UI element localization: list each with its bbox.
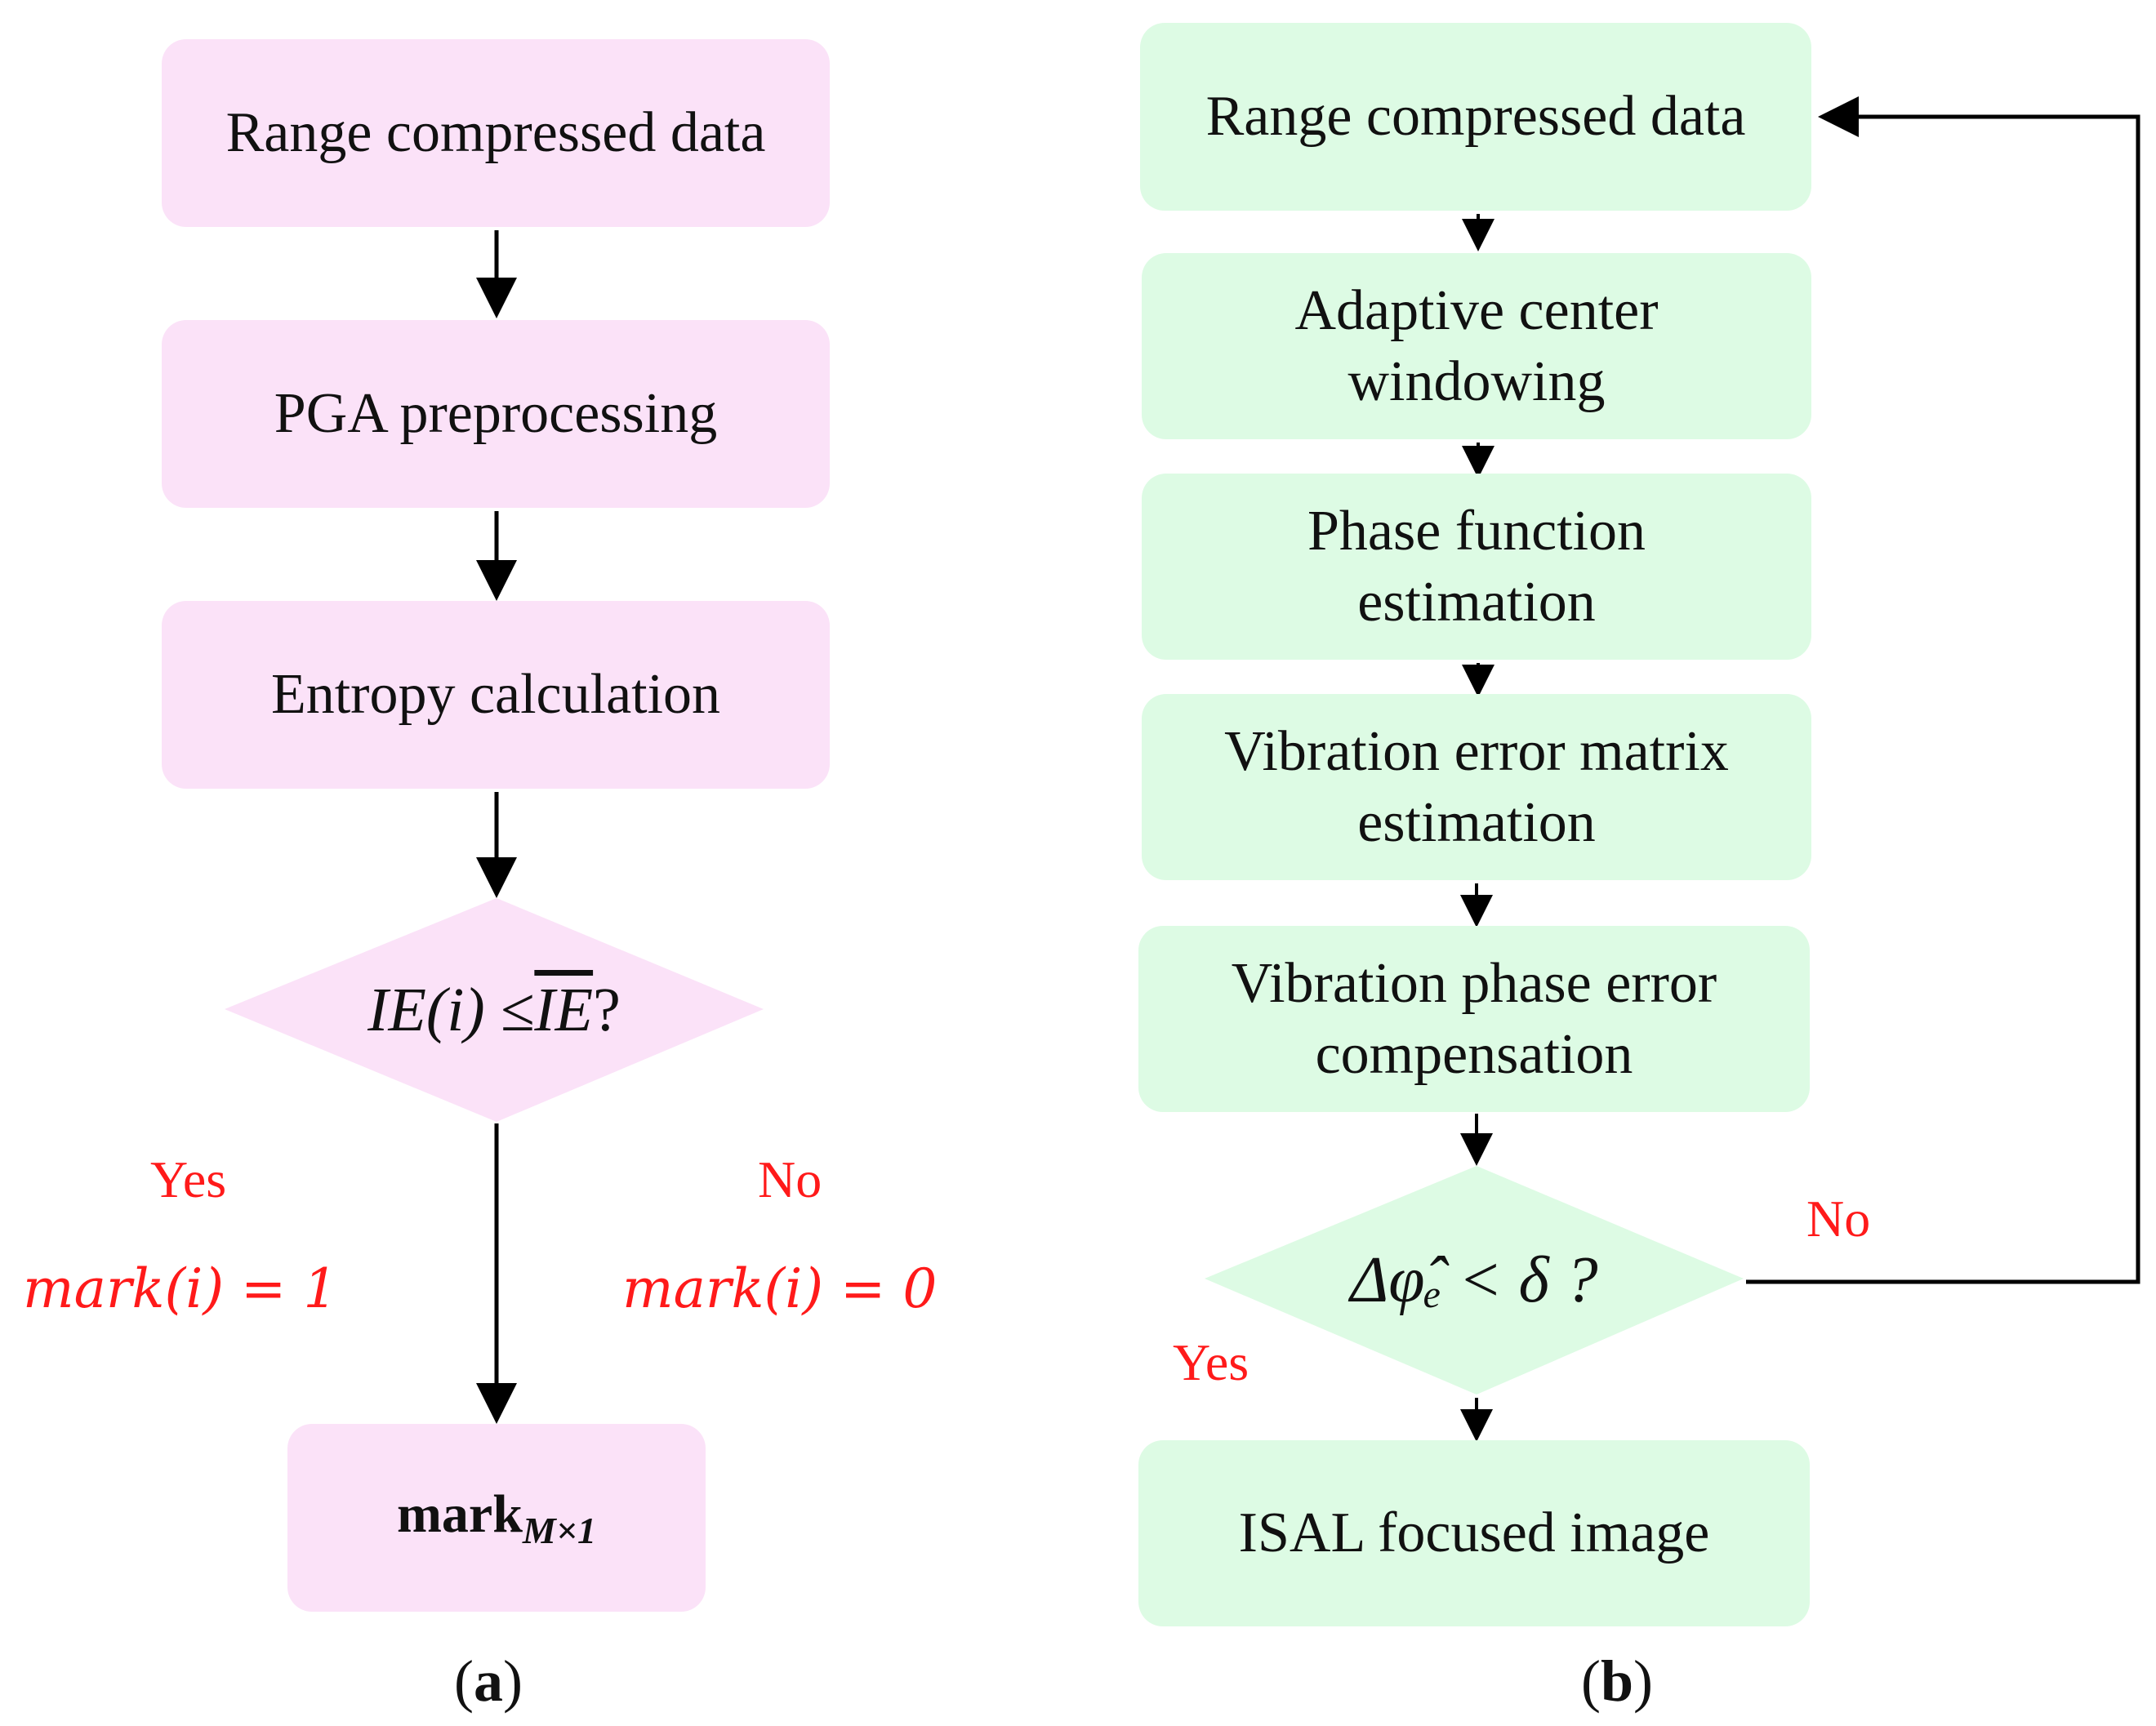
step-label-line2: estimation xyxy=(1357,791,1596,854)
step-label-line1: Vibration phase error xyxy=(1231,951,1717,1015)
step-label-line2: estimation xyxy=(1357,571,1596,634)
decision-diamond-b xyxy=(1205,1166,1744,1395)
output-mark-label: markM×1 xyxy=(396,1484,597,1552)
step-b-vibration-phase-compensation: Vibration phase error compensation xyxy=(1138,926,1810,1112)
step-b-range-compressed: Range compressed data xyxy=(1140,23,1811,211)
step-label-line2: windowing xyxy=(1348,350,1606,413)
step-label: Range compressed data xyxy=(1205,85,1746,149)
step-label-line1: Adaptive center xyxy=(1294,278,1659,342)
yes-label-a: Yes xyxy=(150,1150,227,1208)
mark-equals-zero: mark(i) = 0 xyxy=(622,1257,938,1320)
decision-a-label: IE(i) ≤ IE ? xyxy=(225,898,764,1122)
step-label-line1: Phase function xyxy=(1307,499,1646,563)
step-label-line1: Vibration error matrix xyxy=(1224,719,1729,783)
step-label: Entropy calculation xyxy=(270,663,721,727)
step-label: ISAL focused image xyxy=(1238,1501,1710,1565)
decision-diamond-a xyxy=(225,898,764,1122)
mark-equals-one: mark(i) = 1 xyxy=(23,1257,338,1320)
feedback-loop-arrow xyxy=(1746,96,2140,1284)
decision-a-bar: IE xyxy=(534,975,594,1044)
step-a-pga-preprocessing: PGA preprocessing xyxy=(162,320,830,508)
no-label-a: No xyxy=(758,1150,822,1208)
yes-label-b: Yes xyxy=(1173,1333,1250,1391)
caption-a: (a) xyxy=(454,1648,523,1714)
no-label-b: No xyxy=(1806,1190,1871,1248)
decision-a-lhs: IE(i) ≤ xyxy=(368,975,535,1044)
step-label-line2: compensation xyxy=(1315,1023,1633,1086)
step-a-range-compressed: Range compressed data xyxy=(162,39,830,227)
output-isal-focused-image: ISAL focused image xyxy=(1138,1440,1810,1626)
step-a-entropy-calculation: Entropy calculation xyxy=(162,601,830,789)
step-label: Range compressed data xyxy=(225,101,766,165)
output-mark-vector: markM×1 xyxy=(287,1424,706,1612)
decision-a-tail: ? xyxy=(593,975,621,1044)
caption-b: (b) xyxy=(1581,1648,1654,1714)
step-b-adaptive-center-windowing: Adaptive center windowing xyxy=(1142,253,1811,439)
decision-b-label: Δφ̂ₑ < δ ? xyxy=(1350,1243,1598,1316)
step-b-phase-function-estimation: Phase function estimation xyxy=(1142,474,1811,660)
step-b-vibration-error-matrix: Vibration error matrix estimation xyxy=(1142,694,1811,880)
step-label: PGA preprocessing xyxy=(274,382,718,446)
